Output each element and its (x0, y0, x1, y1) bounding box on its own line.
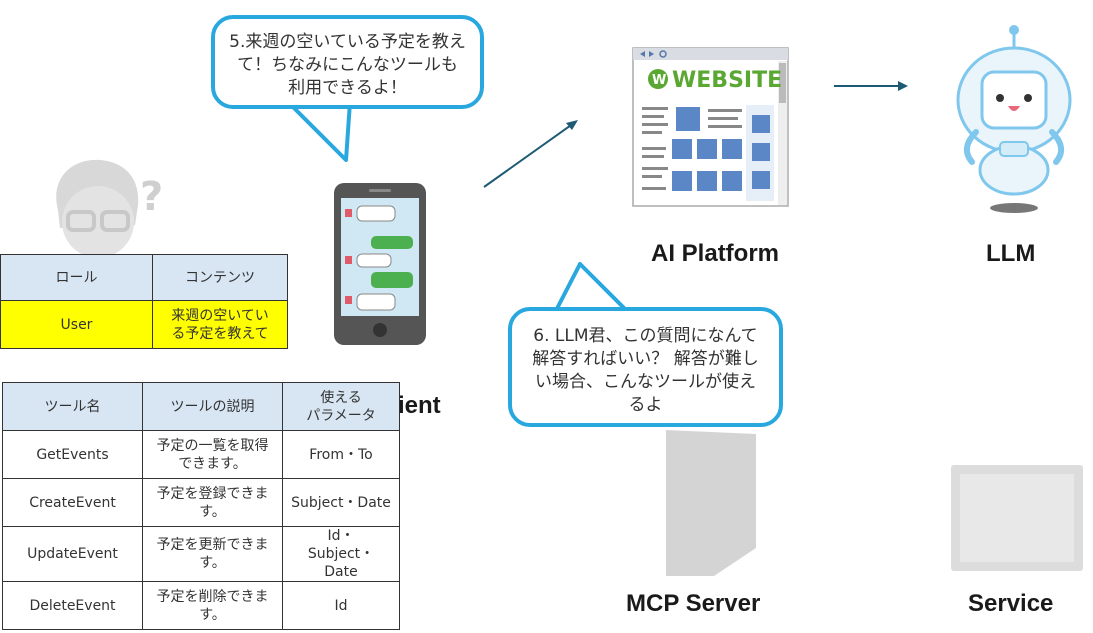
cell-tool-name: GetEvents (2, 430, 143, 479)
cell-tool-description: 予定を登録できます。 (142, 478, 283, 527)
cell-tool-name: DeleteEvent (2, 581, 143, 630)
arrow-platform-to-llm (834, 81, 908, 91)
tools-table: ツール名 ツールの説明 使える パラメータ GetEvents 予定の一覧を取得… (2, 382, 400, 630)
platform-request-text: 6. LLM君、この質問になんて解答すればいい？ 解答が難しい場合、こんなツール… (532, 326, 759, 415)
user-request-text: 5.来週の空いている予定を教えて！ちなみにこんなツールも利用できるよ！ (229, 32, 466, 98)
user-request-bubble: 5.来週の空いている予定を教えて！ちなみにこんなツールも利用できるよ！ (211, 15, 484, 109)
website-logo: WEBSITE (672, 68, 782, 93)
svg-text:?: ? (140, 174, 163, 220)
cell-parameters: From・To (282, 430, 400, 479)
client-label: ient (398, 392, 441, 419)
user-silhouette-icon: ? (56, 159, 163, 258)
column-header-parameters: 使える パラメータ (282, 382, 400, 431)
cell-tool-description: 予定を削除できます。 (142, 581, 283, 630)
column-header-tool-description: ツールの説明 (142, 382, 283, 431)
smartphone-icon (334, 183, 426, 345)
column-header-tool-name: ツール名 (2, 382, 143, 431)
column-header-role: ロール (0, 254, 153, 301)
cell-tool-name: CreateEvent (2, 478, 143, 527)
server-icon (666, 430, 756, 576)
arrow-client-to-platform (483, 120, 578, 188)
website-illustration: W WEBSITE (632, 47, 789, 207)
table-row: UpdateEvent 予定を更新できます。 Id・Subject・Date (2, 526, 400, 582)
platform-request-bubble: 6. LLM君、この質問になんて解答すればいい？ 解答が難しい場合、こんなツール… (508, 307, 783, 427)
service-icon (951, 465, 1083, 571)
cell-parameters: Subject・Date (282, 478, 400, 527)
cell-parameters: Id (282, 581, 400, 630)
cell-role: User (0, 300, 153, 349)
table-row: CreateEvent 予定を登録できます。 Subject・Date (2, 478, 400, 527)
service-label: Service (968, 590, 1054, 617)
table-row: GetEvents 予定の一覧を取得できます。 From・To (2, 430, 400, 479)
table-row: DeleteEvent 予定を削除できます。 Id (2, 581, 400, 630)
column-header-content: コンテンツ (152, 254, 288, 301)
cell-tool-description: 予定を更新できます。 (142, 526, 283, 582)
llm-label: LLM (986, 240, 1036, 267)
mcp-server-label: MCP Server (626, 590, 761, 617)
robot-icon (956, 25, 1072, 213)
ai-platform-label: AI Platform (651, 240, 780, 267)
cell-content: 来週の空いている予定を教えて (152, 300, 288, 349)
cell-parameters: Id・Subject・Date (282, 526, 400, 582)
message-table: ロール コンテンツ User 来週の空いている予定を教えて (0, 254, 288, 349)
cell-tool-name: UpdateEvent (2, 526, 143, 582)
svg-text:W: W (652, 73, 666, 88)
table-row: User 来週の空いている予定を教えて (0, 300, 288, 349)
cell-tool-description: 予定の一覧を取得できます。 (142, 430, 283, 479)
